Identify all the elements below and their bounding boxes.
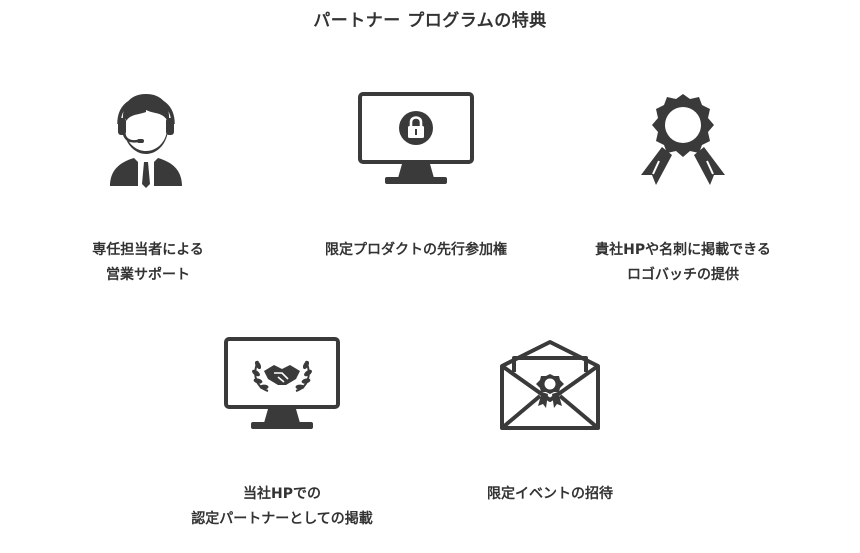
benefit-caption: 限定プロダクトの先行参加権 — [325, 242, 507, 258]
award-rosette-icon — [641, 94, 725, 185]
envelope-certificate-icon — [500, 340, 600, 430]
benefit-caption: 当社HPでの 認定パートナーとしての掲載 — [191, 486, 373, 527]
operator-headset-icon — [110, 94, 182, 188]
benefit-caption: 限定イベントの招待 — [487, 486, 613, 502]
monitor-handshake-laurel-icon — [224, 337, 340, 429]
page-title: パートナー プログラムの特典 — [313, 11, 547, 31]
benefit-caption: 貴社HPや名刺に掲載できる ロゴバッチの提供 — [595, 242, 771, 283]
monitor-lock-icon — [358, 92, 474, 184]
benefit-caption: 専任担当者による 営業サポート — [92, 242, 204, 283]
